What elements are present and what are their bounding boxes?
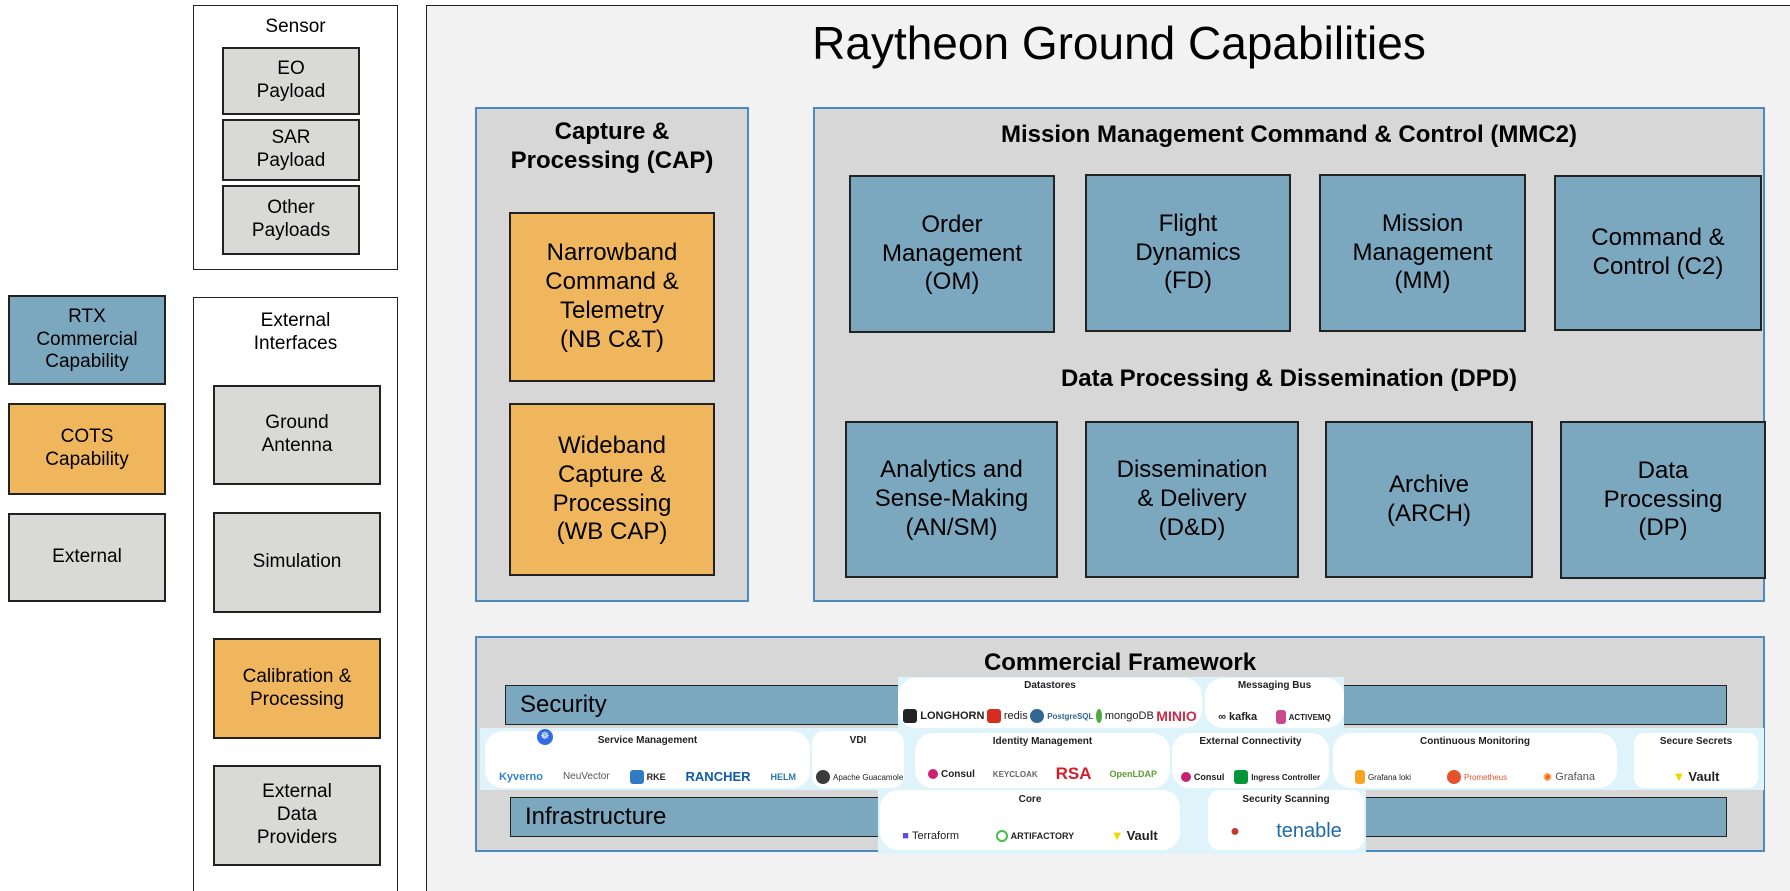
security-label: Security <box>520 691 607 718</box>
mmc2-mission-management: Mission Management (MM) <box>1319 174 1526 332</box>
consul-logo: Consul <box>927 769 975 780</box>
sensor-sar-payload: SAR Payload <box>222 119 360 181</box>
continuous-monitoring-title: Continuous Monitoring <box>1420 736 1530 747</box>
redis-logo: redis <box>986 709 1028 723</box>
kubernetes-icon: ☸ <box>537 729 553 745</box>
dpd-archive: Archive (ARCH) <box>1325 421 1533 578</box>
continuous-monitoring-card: Continuous Monitoring Grafana loki Prome… <box>1333 733 1617 788</box>
main-title: Raytheon Ground Capabilities <box>812 17 1426 69</box>
mmc2-title: Mission Management Command & Control (MM… <box>1000 121 1577 148</box>
service-management-card: ☸ Service Management Kyverno NeuVector R… <box>485 729 810 788</box>
messaging-card: Messaging Bus ∞kafka ACTIVEMQ <box>1205 678 1344 728</box>
cap-title: Capture & Processing (CAP) <box>510 118 714 174</box>
ext-ground-antenna: Ground Antenna <box>213 385 381 485</box>
helm-logo: HELM <box>770 771 796 782</box>
secure-secrets-card: Secure Secrets ▼Vault <box>1634 733 1758 788</box>
tenable-logo: tenable <box>1276 820 1342 842</box>
cap-nb-ct: Narrowband Command & Telemetry (NB C&T) <box>509 212 715 382</box>
core-title: Core <box>1018 794 1042 805</box>
identity-management-title: Identity Management <box>992 736 1093 747</box>
vault-icon: ▼ <box>1672 769 1686 784</box>
external-connectivity-title: External Connectivity <box>1199 736 1302 747</box>
messaging-title: Messaging Bus <box>1237 680 1312 691</box>
mmc2-command-control: Command & Control (C2) <box>1554 175 1762 331</box>
kyverno-logo: Kyverno <box>498 770 543 783</box>
vdi-title: VDI <box>849 735 867 746</box>
vault-icon-2: ▼ <box>1110 828 1124 843</box>
longhorn-logo: LONGHORN <box>903 709 984 723</box>
sensor-eo-payload: EO Payload <box>222 47 360 115</box>
rsa-logo: RSA <box>1055 764 1092 783</box>
keycloak-logo: KEYCLOAK <box>992 769 1038 779</box>
security-scanning-title: Security Scanning <box>1242 794 1330 805</box>
external-connectivity-card: External Connectivity Consul Ingress Con… <box>1172 733 1329 788</box>
identity-management-card: Identity Management Consul KEYCLOAK RSA … <box>915 733 1170 788</box>
cap-wb-cap: Wideband Capture & Processing (WB CAP) <box>509 403 715 576</box>
vdi-card: VDI Apache Guacamole <box>812 731 904 788</box>
grafana-loki-logo: Grafana loki <box>1354 770 1411 784</box>
ext-external-data-providers: External Data Providers <box>213 765 381 866</box>
terraform-icon: ■ <box>902 829 909 842</box>
activemq-logo: ACTIVEMQ <box>1275 710 1331 724</box>
dpd-analytics: Analytics and Sense-Making (AN/SM) <box>845 421 1058 578</box>
core-card: Core ■Terraform ARTIFACTORY ▼Vault <box>880 790 1180 850</box>
postgresql-logo: PostgreSQL <box>1030 709 1093 723</box>
secure-secrets-title: Secure Secrets <box>1659 736 1733 747</box>
vault-logo-2: ▼Vault <box>1110 828 1158 843</box>
service-management-title: Service Management <box>597 735 698 746</box>
terraform-logo: ■Terraform <box>902 829 960 842</box>
rke-logo: RKE <box>629 769 666 784</box>
kafka-icon: ∞ <box>1218 711 1227 723</box>
consul-logo-2: Consul <box>1180 772 1224 782</box>
sensor-title: Sensor <box>265 16 326 37</box>
grafana-logo: ✺Grafana <box>1543 771 1596 784</box>
sensor-other-payloads: Other Payloads <box>222 185 360 255</box>
rancher-logo: RANCHER <box>685 769 751 784</box>
mmc2-flight-dynamics: Flight Dynamics (FD) <box>1085 174 1291 332</box>
kafka-logo: ∞kafka <box>1218 711 1258 723</box>
prometheus-logo: Prometheus <box>1447 770 1507 784</box>
grafana-icon: ✺ <box>1543 771 1553 784</box>
minio-logo: MINIO <box>1156 708 1197 724</box>
external-interfaces-title: External Interfaces <box>253 310 338 354</box>
framework-title: Commercial Framework <box>983 649 1257 676</box>
ingress-controller-logo: Ingress Controller <box>1234 770 1320 784</box>
anchore-icon: ● <box>1230 822 1240 840</box>
dpd-title: Data Processing & Dissemination (DPD) <box>1060 365 1518 392</box>
vault-logo: ▼Vault <box>1672 769 1720 784</box>
datastores-card: Datastores LONGHORN redis PostgreSQL mon… <box>898 678 1202 728</box>
neuvector-logo: NeuVector <box>562 771 610 782</box>
datastores-title: Datastores <box>1024 680 1076 691</box>
mmc2-order-management: Order Management (OM) <box>849 175 1055 333</box>
ext-simulation: Simulation <box>213 512 381 613</box>
ext-calibration-processing: Calibration & Processing <box>213 638 381 739</box>
legend-cots: COTS Capability <box>8 403 166 495</box>
mongodb-logo: mongoDB <box>1095 709 1154 723</box>
openldap-logo: OpenLDAP <box>1109 769 1157 779</box>
infrastructure-label: Infrastructure <box>525 803 667 830</box>
guacamole-logo: Apache Guacamole <box>816 770 903 784</box>
dpd-dissemination: Dissemination & Delivery (D&D) <box>1085 421 1299 578</box>
security-scanning-card: Security Scanning ● tenable <box>1208 790 1364 850</box>
artifactory-logo: ARTIFACTORY <box>995 829 1074 842</box>
dpd-data-processing: Data Processing (DP) <box>1560 421 1766 579</box>
legend-rtx: RTX Commercial Capability <box>8 295 166 385</box>
legend-external: External <box>8 513 166 602</box>
